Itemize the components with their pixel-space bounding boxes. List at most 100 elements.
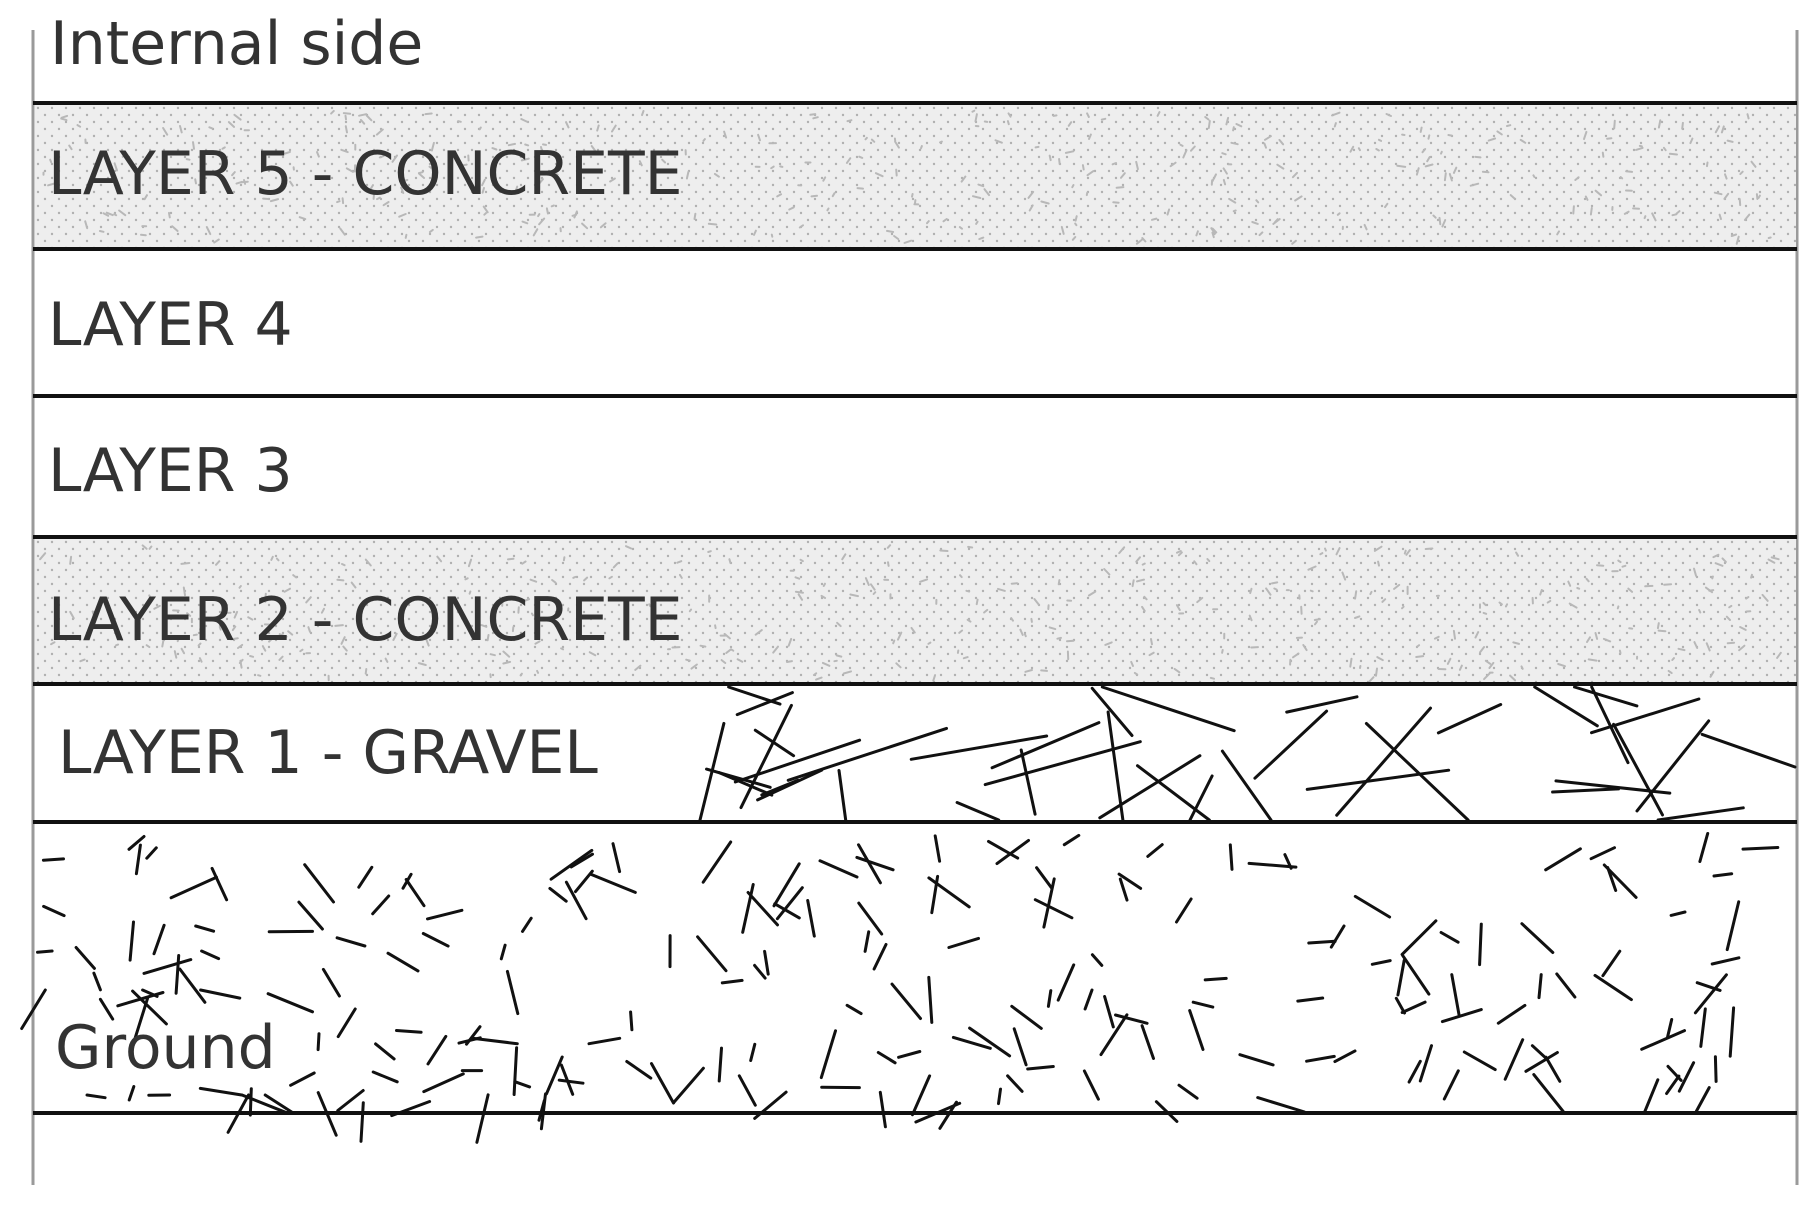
soil-dash xyxy=(872,943,888,971)
soil-dash xyxy=(357,865,374,889)
concrete-speck xyxy=(1617,559,1622,564)
concrete-speck xyxy=(787,637,793,647)
concrete-speck xyxy=(1040,669,1048,672)
concrete-speck xyxy=(530,612,534,617)
concrete-speck xyxy=(736,658,744,663)
concrete-speck xyxy=(237,643,244,649)
concrete-speck xyxy=(870,138,876,143)
concrete-speck xyxy=(1714,125,1721,134)
concrete-speck xyxy=(1519,138,1527,144)
concrete-speck xyxy=(776,193,783,198)
concrete-speck xyxy=(1166,208,1171,216)
concrete-speck xyxy=(1594,632,1599,640)
concrete-speck xyxy=(278,633,288,638)
concrete-speck xyxy=(1006,120,1010,126)
concrete-speck xyxy=(1255,199,1260,204)
soil-dash xyxy=(1396,958,1406,997)
concrete-speck xyxy=(1190,145,1196,152)
concrete-speck xyxy=(661,158,667,164)
concrete-speck xyxy=(939,549,949,552)
soil-dash xyxy=(1191,1000,1215,1009)
soil-dash xyxy=(1418,1044,1433,1083)
concrete-speck xyxy=(404,233,408,239)
concrete-speck xyxy=(872,591,877,595)
soil-dash xyxy=(1177,1083,1199,1100)
concrete-speck xyxy=(794,590,804,594)
concrete-speck xyxy=(359,118,366,125)
concrete-speck xyxy=(400,186,405,194)
concrete-speck xyxy=(180,647,186,655)
concrete-speck xyxy=(1512,641,1520,645)
concrete-speck xyxy=(483,212,487,216)
concrete-speck xyxy=(1625,170,1634,173)
gravel-stroke xyxy=(1335,706,1432,817)
soil-dash xyxy=(426,1034,448,1066)
soil-dash xyxy=(1530,1044,1548,1060)
concrete-speck xyxy=(967,545,974,549)
concrete-speck xyxy=(1745,596,1750,600)
concrete-speck xyxy=(1585,577,1590,583)
concrete-speck xyxy=(1335,547,1341,556)
concrete-speck xyxy=(392,632,398,641)
concrete-speck xyxy=(810,194,818,198)
soil-dash xyxy=(336,1007,357,1039)
concrete-speck xyxy=(502,650,511,658)
concrete-speck xyxy=(136,615,142,619)
gravel-stroke xyxy=(837,769,848,822)
soil-dash xyxy=(1544,847,1582,872)
gravel-stroke xyxy=(705,767,772,789)
concrete-speck xyxy=(227,121,235,128)
soil-dash xyxy=(763,949,770,976)
concrete-speck xyxy=(713,172,720,178)
soil-dash xyxy=(1090,953,1104,967)
concrete-speck xyxy=(693,212,697,220)
concrete-speck xyxy=(1294,195,1303,202)
concrete-speck xyxy=(1421,148,1427,154)
soil-dash xyxy=(198,1086,244,1097)
concrete-speck xyxy=(1211,227,1218,234)
concrete-speck xyxy=(1448,172,1453,182)
concrete-speck xyxy=(581,222,589,230)
concrete-speck xyxy=(1393,583,1401,590)
soil-dash xyxy=(1238,1053,1275,1067)
concrete-speck xyxy=(1589,206,1593,216)
soil-dash xyxy=(1602,863,1638,899)
concrete-speck xyxy=(1381,598,1387,603)
concrete-speck xyxy=(344,114,347,121)
concrete-speck xyxy=(105,211,114,217)
soil-dash xyxy=(499,943,507,961)
concrete-speck xyxy=(919,578,929,583)
soil-dash xyxy=(1188,1009,1205,1051)
concrete-speck xyxy=(1263,142,1267,149)
soil-dash xyxy=(1503,1038,1525,1081)
soil-dash xyxy=(930,874,940,915)
concrete-speck xyxy=(1120,172,1126,179)
concrete-speck xyxy=(192,633,198,637)
concrete-speck xyxy=(1677,647,1686,652)
layer-boundaries xyxy=(33,101,1797,1115)
concrete-speck xyxy=(491,147,498,151)
soil-dash xyxy=(426,908,464,921)
concrete-speck xyxy=(770,233,774,238)
gravel-stroke xyxy=(735,691,794,717)
concrete-speck xyxy=(1349,145,1355,153)
concrete-speck xyxy=(468,590,472,595)
soil-dash xyxy=(1012,1027,1028,1067)
soil-dash xyxy=(564,880,588,921)
concrete-speck xyxy=(238,585,242,589)
concrete-speck xyxy=(714,624,717,630)
soil-dash xyxy=(42,904,66,918)
gravel-stroke xyxy=(1700,732,1797,769)
concrete-speck xyxy=(1173,667,1181,674)
soil-dash xyxy=(1370,959,1392,966)
concrete-speck xyxy=(1377,560,1380,567)
soil-dash xyxy=(772,862,801,908)
soil-dash xyxy=(1712,872,1734,878)
concrete-speck xyxy=(1405,549,1411,556)
soil-dash xyxy=(1544,1055,1562,1083)
concrete-speck xyxy=(1452,166,1458,174)
soil-dash xyxy=(890,982,922,1020)
concrete-speck xyxy=(1278,138,1285,146)
concrete-speck xyxy=(1627,587,1634,593)
concrete-speck xyxy=(79,658,86,663)
